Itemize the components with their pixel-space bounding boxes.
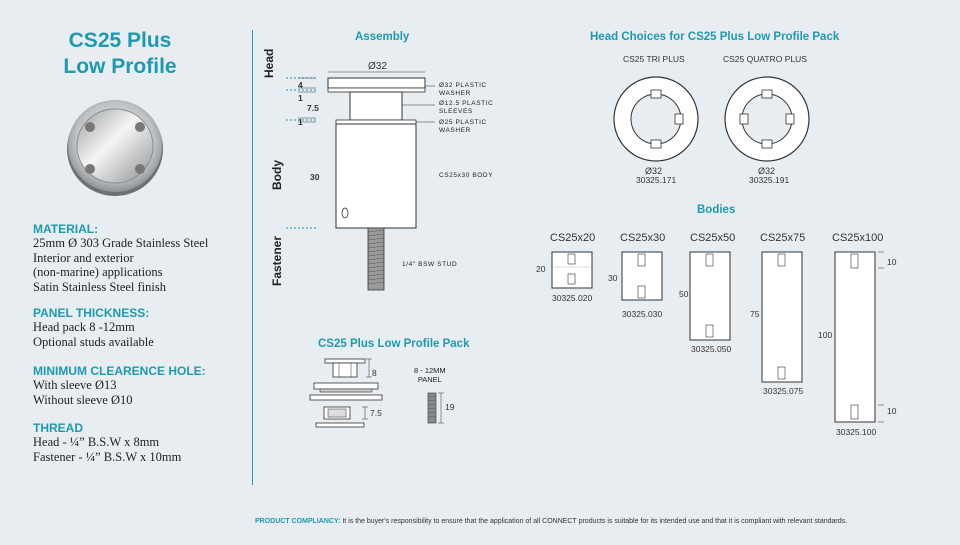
pack-dim-7-5: 7.5: [370, 408, 382, 418]
spec-thread-heading: THREAD: [33, 421, 83, 435]
spec-panel-heading: PANEL THICKNESS:: [33, 306, 150, 320]
body-75-length: 75: [750, 309, 760, 319]
spec-clearance-text: With sleeve Ø13 Without sleeve Ø10: [33, 378, 132, 407]
body-30-code: 30325.030: [622, 309, 663, 319]
side-label-head: Head: [262, 49, 276, 78]
spec-line: Without sleeve Ø10: [33, 392, 133, 407]
note-line: WASHER: [439, 127, 471, 134]
footer-text: It is the buyer's responsibility to ensu…: [340, 518, 848, 525]
spec-line: 25mm Ø 303 Grade Stainless Steel: [33, 236, 209, 250]
body-100-code: 30325.100: [836, 427, 877, 437]
note-line: SLEEVES: [439, 108, 473, 115]
dim-1a: 1: [298, 93, 303, 103]
head-quatro-drawing: [724, 76, 810, 162]
body-20-name: CS25x20: [550, 232, 596, 244]
head-quatro-dia: Ø32: [758, 166, 776, 176]
body-100-thread-bottom: 10: [887, 406, 897, 416]
dim-7-5: 7.5: [307, 103, 319, 113]
spec-line: Optional studs available: [33, 334, 154, 349]
spec-clearance-heading: MINIMUM CLEARENCE HOLE:: [33, 364, 206, 378]
body-75-name: CS25x75: [760, 232, 806, 244]
spec-line: Head - ¼” B.S.W x 8mm: [33, 435, 160, 449]
dim-4: 4: [298, 80, 303, 90]
title-line-2: Low Profile: [63, 55, 177, 78]
note-line: WASHER: [439, 90, 471, 97]
footer-compliancy: PRODUCT COMPLIANCY: It is the buyer's re…: [255, 518, 847, 525]
dim-head-diameter: Ø32: [368, 61, 387, 72]
body-50-code: 30325.050: [691, 344, 732, 354]
heads-heading: Head Choices for CS25 Plus Low Profile P…: [590, 31, 840, 43]
head-quatro-code: 30325.191: [749, 175, 790, 185]
spec-line: (non-marine) applications: [33, 265, 163, 280]
body-30-length: 30: [608, 273, 618, 283]
body-20-code: 30325.020: [552, 293, 593, 303]
body-20-length: 20: [536, 264, 546, 274]
column-divider: [252, 30, 253, 485]
pack-dim-8: 8: [372, 368, 377, 378]
note-washer-32: Ø32 PLASTIC WASHER: [439, 82, 487, 98]
pack-dim-19: 19: [445, 402, 455, 412]
note-body: CS25x30 BODY: [439, 172, 494, 179]
footer-label: PRODUCT COMPLIANCY:: [255, 518, 341, 525]
note-washer-25: Ø25 PLASTIC WASHER: [439, 119, 487, 135]
body-75-code: 30325.075: [763, 386, 804, 396]
note-line: Ø25 PLASTIC: [439, 119, 487, 126]
spec-line: Interior and exterior: [33, 250, 134, 265]
product-title: CS25 Plus Low Profile: [0, 28, 240, 80]
body-100-length: 100: [818, 330, 833, 340]
spec-material-text: 25mm Ø 303 Grade Stainless Steel Interio…: [33, 236, 208, 294]
head-quatro-name: CS25 QUATRO PLUS: [723, 54, 807, 64]
head-tri-name: CS25 TRI PLUS: [623, 54, 685, 64]
dim-30: 30: [310, 172, 320, 182]
body-50-length: 50: [679, 289, 689, 299]
spec-line: Head pack 8 -12mm: [33, 320, 135, 334]
bodies-drawing: [551, 251, 884, 423]
side-label-head-text: Head: [262, 48, 276, 78]
note-stud: 1/4" BSW STUD: [402, 261, 458, 268]
product-photo: [67, 100, 163, 196]
panel-line: PANEL: [417, 375, 442, 384]
dim-1b: 1: [298, 117, 303, 127]
spec-material-heading: MATERIAL:: [33, 222, 99, 236]
pack-heading: CS25 Plus Low Profile Pack: [318, 338, 470, 350]
head-tri-dia: Ø32: [645, 166, 663, 176]
spec-panel-text: Head pack 8 -12mm Optional studs availab…: [33, 320, 154, 349]
body-50-name: CS25x50: [690, 232, 736, 244]
head-tri-code: 30325.171: [636, 175, 677, 185]
pack-drawing: [309, 358, 444, 428]
body-30-name: CS25x30: [620, 232, 666, 244]
assembly-drawing: [286, 71, 435, 291]
spec-line: Satin Stainless Steel finish: [33, 279, 166, 294]
head-tri-drawing: [613, 76, 699, 162]
body-100-name: CS25x100: [832, 232, 884, 244]
pack-panel-label: 8 - 12MM PANEL: [414, 366, 446, 384]
spec-line: With sleeve Ø13: [33, 378, 117, 392]
title-line-1: CS25 Plus: [68, 29, 172, 52]
panel-line: 8 - 12MM: [414, 366, 446, 375]
body-100-thread-top: 10: [887, 257, 897, 267]
spec-line: Fastener - ¼” B.S.W x 10mm: [33, 449, 182, 464]
spec-thread-text: Head - ¼” B.S.W x 8mm Fastener - ¼” B.S.…: [33, 435, 181, 464]
assembly-heading: Assembly: [355, 31, 410, 43]
note-line: Ø12.5 PLASTIC: [439, 100, 494, 107]
note-sleeves: Ø12.5 PLASTIC SLEEVES: [439, 100, 493, 116]
bodies-heading: Bodies: [697, 204, 736, 216]
note-line: Ø32 PLASTIC: [439, 82, 487, 89]
